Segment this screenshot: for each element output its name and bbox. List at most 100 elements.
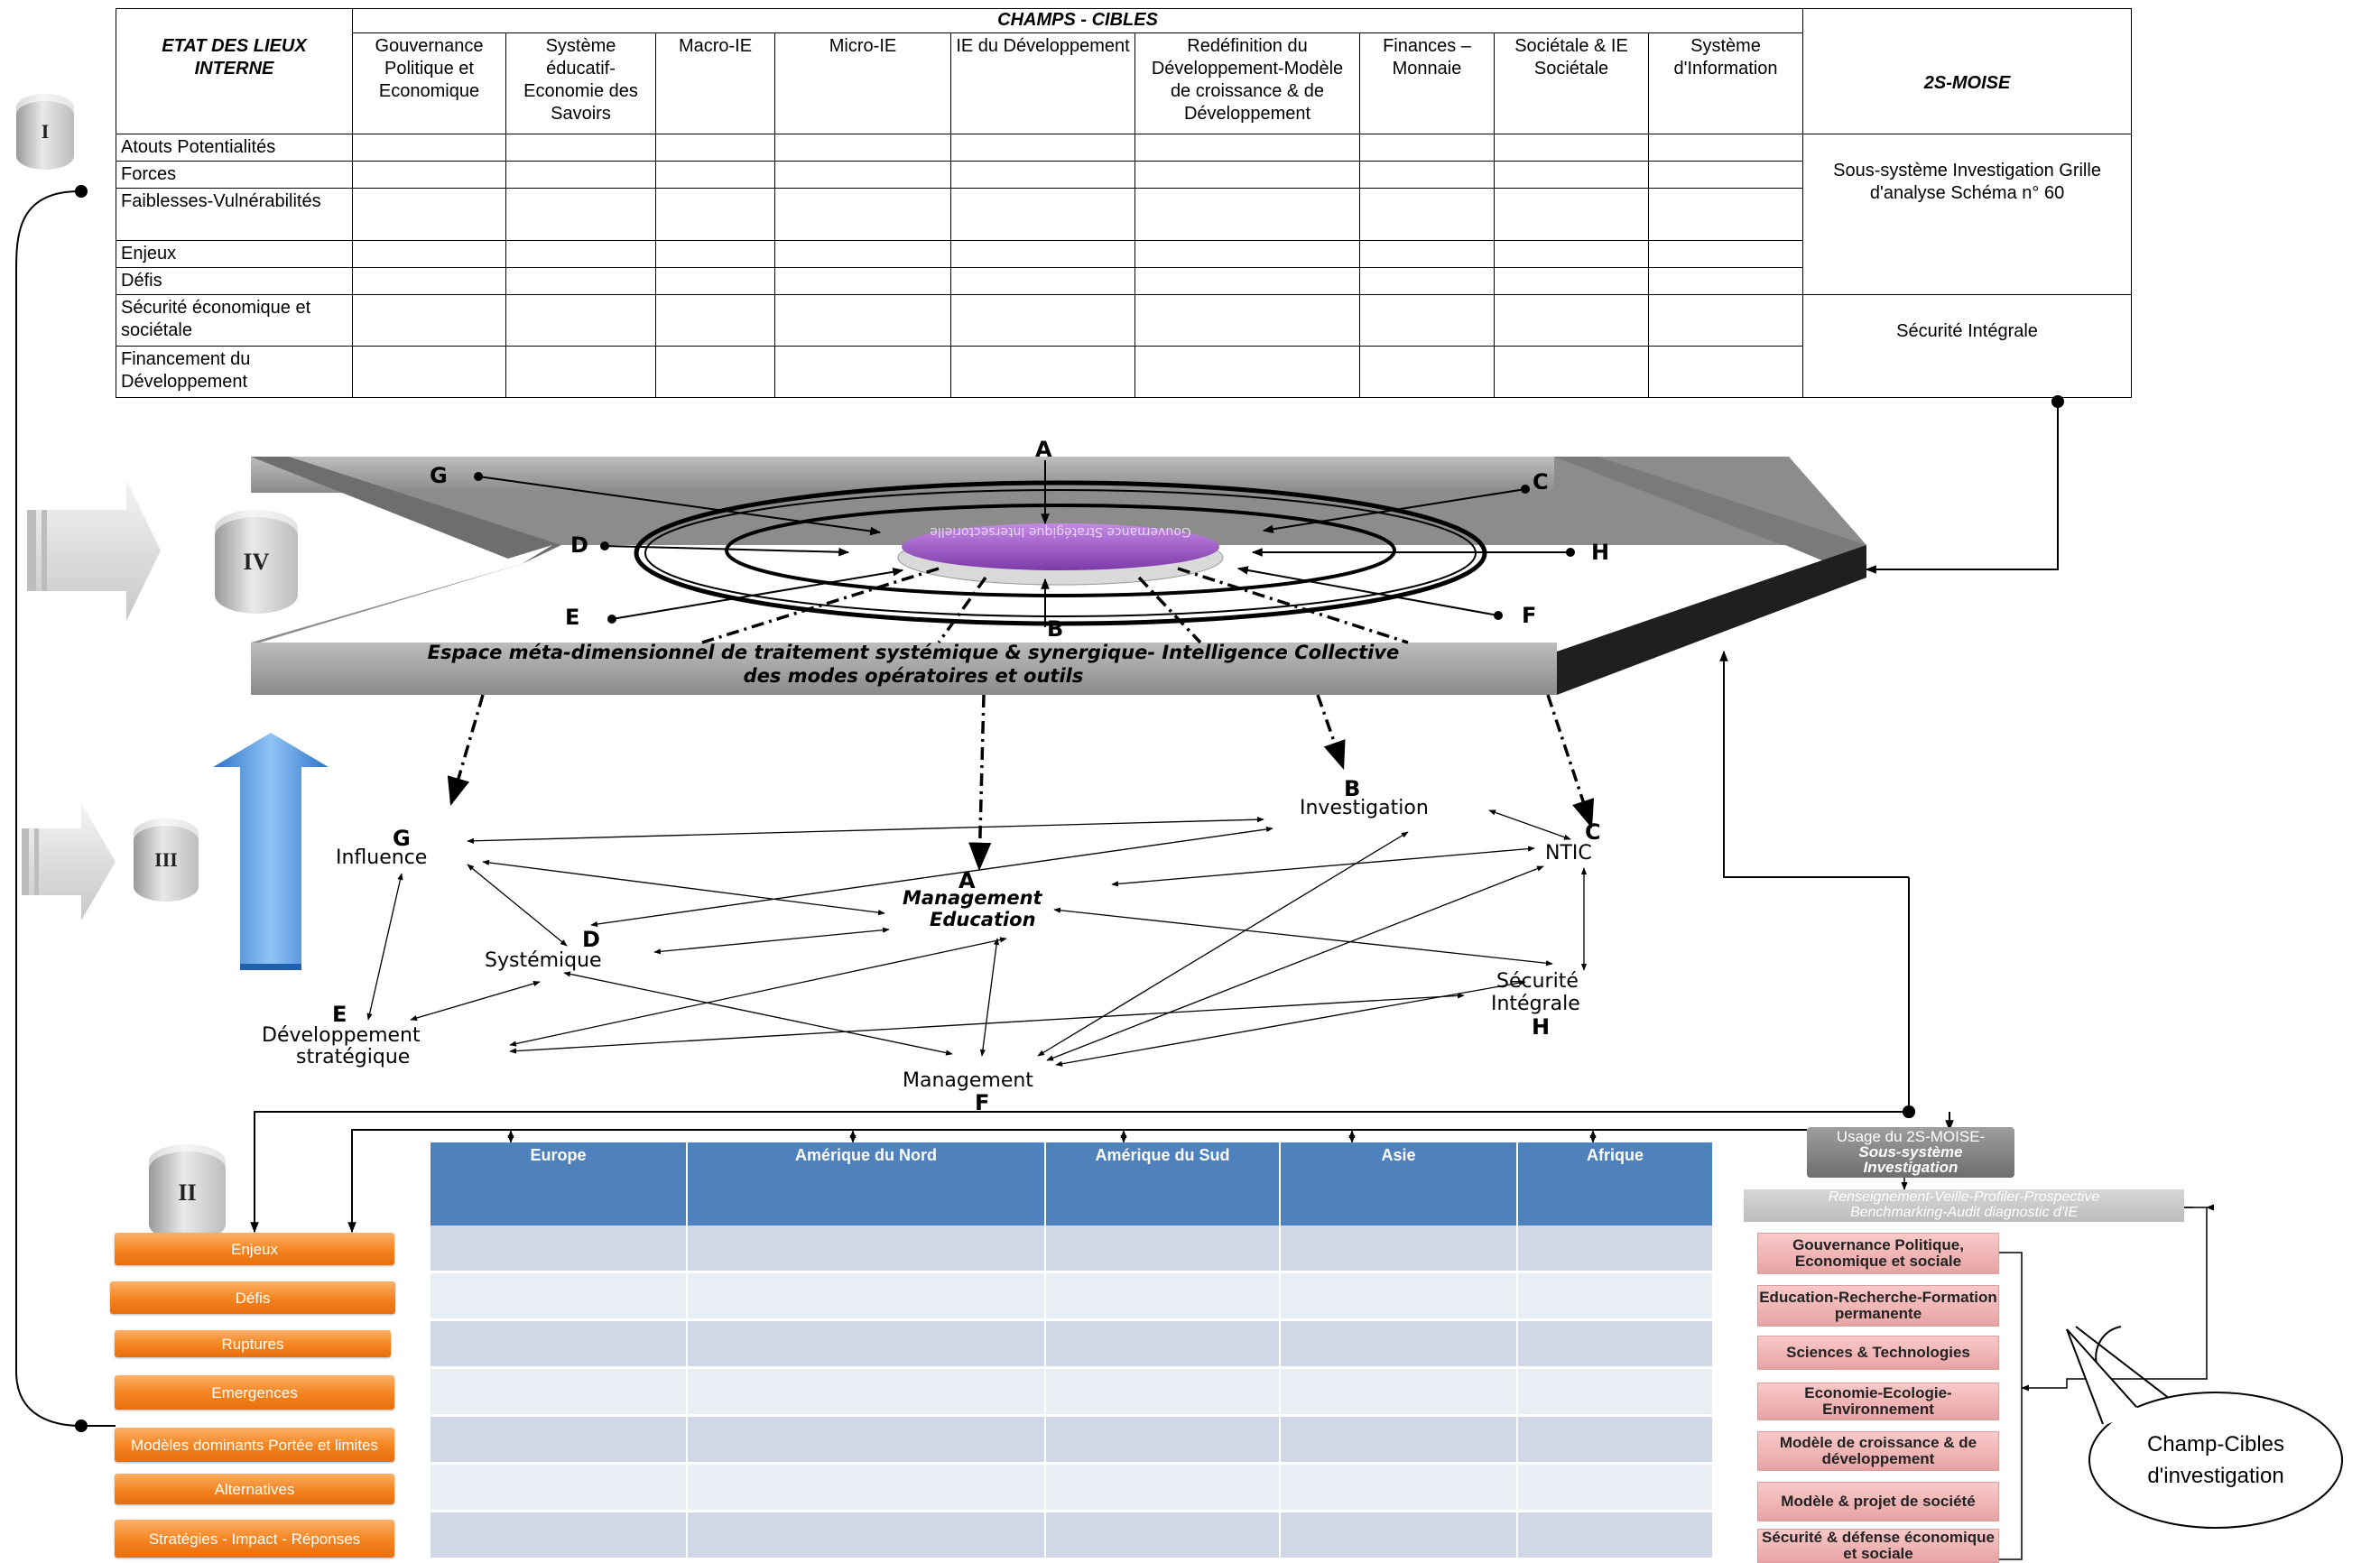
cylinder-ii: II bbox=[149, 1144, 226, 1242]
orange-box-modeles: Modèles dominants Portée et limites bbox=[115, 1428, 394, 1462]
region-table-cell bbox=[1518, 1417, 1712, 1462]
col-header: Gouvernance Politique et Economique bbox=[352, 32, 506, 134]
veille-line-2: Benchmarking-Audit diagnostic d'IE bbox=[1849, 1205, 2079, 1220]
region-table-cell bbox=[1046, 1225, 1281, 1271]
inner-ring bbox=[725, 504, 1396, 597]
node-education: Education bbox=[930, 909, 1036, 930]
region-table-cell bbox=[431, 1225, 688, 1271]
veille-box: Renseignement-Veille-Profiler-Prospectiv… bbox=[1744, 1189, 2184, 1222]
region-table-cell bbox=[1281, 1465, 1518, 1510]
side-arrow-iii bbox=[22, 803, 116, 920]
point-e: E bbox=[565, 605, 580, 630]
region-table-cell bbox=[1281, 1321, 1518, 1366]
col-header: Micro-IE bbox=[774, 32, 951, 134]
2s-moise-header: 2S-MOISE bbox=[1802, 32, 2133, 134]
pink-box-securite: Sécurité & défense économique et sociale bbox=[1757, 1529, 1999, 1563]
col-header: Système éducatif-Economie des Savoirs bbox=[505, 32, 656, 134]
region-header: Europe bbox=[431, 1142, 688, 1225]
col-header: IE du Développement bbox=[950, 32, 1135, 134]
region-table-row bbox=[431, 1225, 1712, 1271]
region-table-cell bbox=[688, 1512, 1046, 1558]
banner-line-2: des modes opératoires et outils bbox=[743, 665, 1084, 687]
region-table-cell bbox=[688, 1225, 1046, 1271]
orange-box-strategies: Stratégies - Impact - Réponses bbox=[115, 1520, 394, 1558]
cylinder-iii: III bbox=[134, 818, 199, 902]
state-table: CHAMPS - CIBLES ETAT DES LIEUX INTERNE G… bbox=[116, 8, 2133, 398]
usage-2s-moise-box: Usage du 2S-MOISE- Sous-système Investig… bbox=[1807, 1127, 2014, 1178]
regions-table: Europe Amérique du Nord Amérique du Sud … bbox=[431, 1142, 1712, 1561]
pink-box-societe: Modèle & projet de société bbox=[1757, 1482, 1999, 1521]
region-table-cell bbox=[1518, 1225, 1712, 1271]
region-table-row bbox=[431, 1465, 1712, 1510]
node-ntic: NTIC bbox=[1545, 842, 1592, 865]
region-table-cell bbox=[1046, 1369, 1281, 1414]
region-table-cell bbox=[1518, 1512, 1712, 1558]
callout-text: Champ-Cibles d'investigation bbox=[2107, 1429, 2324, 1492]
node-strategique: stratégique bbox=[296, 1046, 411, 1068]
usage-line-2: Sous-système bbox=[1858, 1143, 1963, 1161]
node-systemique: Systémique bbox=[485, 949, 602, 972]
center-disc-label: Gouvernance Stratégique Intersectorielle bbox=[930, 524, 1191, 539]
node-f-letter: F bbox=[975, 1090, 990, 1115]
region-table-cell bbox=[1046, 1273, 1281, 1318]
callout-line-2: d'investigation bbox=[2147, 1464, 2284, 1488]
row-label: Sécurité économique et sociétale bbox=[116, 294, 353, 347]
pink-box-croissance: Modèle de croissance & de développement bbox=[1757, 1431, 1999, 1471]
sous-systeme-cell: Sous-système Investigation Grille d'anal… bbox=[1802, 134, 2133, 295]
region-table-cell bbox=[1046, 1465, 1281, 1510]
node-influence: Influence bbox=[336, 846, 428, 869]
region-table-cell bbox=[1281, 1369, 1518, 1414]
orange-box-enjeux: Enjeux bbox=[115, 1233, 394, 1265]
row-label: Atouts Potentialités bbox=[116, 134, 353, 162]
pink-box-gouvernance: Gouvernance Politique, Economique et soc… bbox=[1757, 1233, 1999, 1274]
node-management-a: Management bbox=[903, 887, 1042, 909]
pink-box-economie: Economie-Ecologie-Environnement bbox=[1757, 1383, 1999, 1420]
region-table-cell bbox=[688, 1465, 1046, 1510]
region-table-cell bbox=[1281, 1512, 1518, 1558]
region-table-row bbox=[431, 1321, 1712, 1366]
cylinder-iv: IV bbox=[215, 510, 298, 614]
region-table-cell bbox=[1281, 1273, 1518, 1318]
node-h-letter: H bbox=[1532, 1014, 1551, 1040]
region-table-cell bbox=[688, 1417, 1046, 1462]
securite-integrale-cell: Sécurité Intégrale bbox=[1802, 294, 2133, 398]
point-h: H bbox=[1591, 540, 1610, 565]
node-g-letter: G bbox=[393, 826, 411, 851]
node-investigation: Investigation bbox=[1300, 797, 1429, 819]
region-header: Asie bbox=[1281, 1142, 1518, 1225]
pink-box-education: Education-Recherche-Formation permanente bbox=[1757, 1285, 1999, 1327]
region-table-cell bbox=[1518, 1369, 1712, 1414]
region-table-cell bbox=[688, 1369, 1046, 1414]
orange-box-ruptures: Ruptures bbox=[115, 1330, 391, 1357]
pink-box-sciences: Sciences & Technologies bbox=[1757, 1336, 1999, 1370]
orange-box-emergences: Emergences bbox=[115, 1375, 394, 1410]
node-e-letter: E bbox=[332, 1002, 347, 1027]
col-header: Système d'Information bbox=[1647, 32, 1804, 134]
row-label: Financement du Développement bbox=[116, 346, 353, 398]
node-integrale: Intégrale bbox=[1491, 993, 1580, 1015]
region-table-cell bbox=[1518, 1321, 1712, 1366]
cylinder-i: I bbox=[16, 94, 74, 170]
node-c-letter: C bbox=[1585, 819, 1601, 845]
usage-line-1: Usage du 2S-MOISE- bbox=[1836, 1128, 1986, 1145]
bracket-dot bbox=[75, 185, 88, 198]
region-table-cell bbox=[1046, 1321, 1281, 1366]
region-table-row bbox=[431, 1273, 1712, 1318]
region-header: Afrique bbox=[1518, 1142, 1712, 1225]
node-developpement: Développement bbox=[262, 1024, 421, 1047]
region-table-row bbox=[431, 1417, 1712, 1462]
region-table-cell bbox=[431, 1273, 688, 1318]
veille-line-1: Renseignement-Veille-Profiler-Prospectiv… bbox=[1828, 1189, 2100, 1205]
point-a: A bbox=[1035, 437, 1052, 462]
orange-box-alternatives: Alternatives bbox=[115, 1474, 394, 1504]
region-table-cell bbox=[1281, 1225, 1518, 1271]
row-label: Enjeux bbox=[116, 240, 353, 268]
region-table-cell bbox=[431, 1321, 688, 1366]
region-table-cell bbox=[1518, 1273, 1712, 1318]
node-securite: Sécurité bbox=[1496, 970, 1579, 993]
side-arrow-iv bbox=[27, 480, 161, 621]
left-bracket-line bbox=[15, 190, 82, 1427]
region-table-cell bbox=[431, 1369, 688, 1414]
node-management-f: Management bbox=[903, 1069, 1033, 1092]
